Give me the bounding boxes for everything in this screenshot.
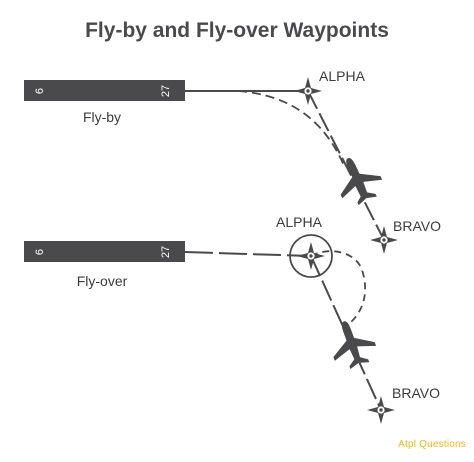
flyby-airplane-icon (327, 148, 388, 211)
flyover-alpha-waypoint-icon (297, 242, 325, 270)
flyover-turn-path (310, 250, 366, 327)
page-title: Fly-by and Fly-over Waypoints (85, 19, 389, 42)
flyover-airplane-icon (323, 313, 381, 374)
flyover-section: 6 27 Fly-over ALPHA BRAVO (24, 214, 440, 424)
flyover-bravo-waypoint-icon (367, 396, 395, 424)
flyover-waypoint-circle (289, 234, 333, 278)
brand-logo: Atpl Questions (398, 439, 466, 450)
flyover-runway-number-right: 27 (160, 246, 172, 258)
flyby-alpha-label: ALPHA (319, 68, 366, 84)
flyover-runway (24, 241, 185, 262)
flyover-section-label: Fly-over (77, 273, 128, 289)
flyby-section-label: Fly-by (83, 109, 121, 125)
flyby-runway-number-right: 27 (160, 85, 172, 97)
flyover-alpha-label: ALPHA (276, 214, 323, 230)
flyover-bravo-label: BRAVO (392, 385, 440, 401)
flyby-runway (24, 80, 185, 101)
flyby-bravo-label: BRAVO (393, 218, 441, 234)
flyover-runway-number-left: 6 (34, 249, 46, 255)
flyover-inbound-track (184, 251, 312, 257)
flyby-outbound-track (307, 90, 385, 241)
flyby-runway-number-left: 6 (34, 88, 46, 94)
flyby-section: 6 27 Fly-by ALPHA BRAVO (24, 68, 441, 254)
flyby-alpha-waypoint-icon (294, 77, 322, 105)
flyby-turn-path (237, 90, 346, 169)
